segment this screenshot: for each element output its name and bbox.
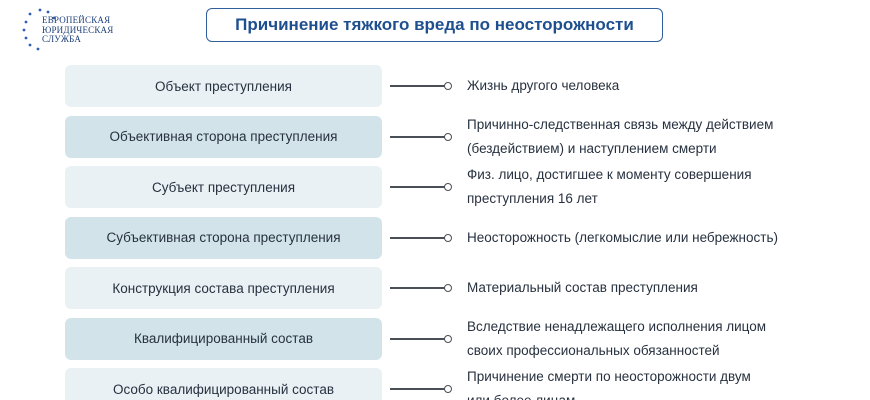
diagram-row: Субъективная сторона преступления Неостор…: [0, 216, 870, 259]
diagram-row: Квалифицированный состав Вследствие ненад…: [0, 317, 870, 360]
logo-text: ЕВРОПЕЙСКАЯ ЮРИДИЧЕСКАЯ СЛУЖБА: [42, 15, 114, 45]
logo-line: ЕВРОПЕЙСКАЯ: [42, 15, 111, 25]
connector-dot-icon: [444, 334, 452, 343]
connector-line: [390, 337, 446, 340]
row-label-box: Особо квалифицированный состав: [65, 368, 382, 400]
row-description-line: Физ. лицо, достигшее к моменту совершени…: [467, 167, 752, 182]
row-description-line: Неосторожность (легкомыслие или небрежно…: [467, 229, 778, 245]
connector-dot-icon: [444, 183, 452, 191]
connector-line: [390, 186, 446, 188]
row-description: Физ. лицо, достигшее к моменту совершени…: [467, 166, 862, 208]
row-description: Вследствие ненадлежащего исполнения лицо…: [467, 318, 862, 360]
logo-line: ЮРИДИЧЕСКАЯ: [42, 24, 114, 35]
row-description: Неосторожность (легкомыслие или небрежно…: [467, 217, 862, 259]
row-description-line: или более лицам: [467, 389, 862, 400]
connector-line: [390, 388, 446, 390]
row-label-box: Субъективная сторона преступления: [65, 216, 382, 259]
row-description-line: (бездействием) и наступлением смерти: [467, 140, 717, 156]
row-description: Материальный состав преступления: [467, 267, 862, 309]
connector-dot-icon: [444, 284, 452, 292]
row-description-line: Жизнь другого человека: [467, 78, 620, 93]
connector-dot-icon: [444, 132, 452, 141]
eu-stars-icon: [22, 8, 56, 51]
connector-line: [390, 236, 446, 239]
row-description: Причинение смерти по неосторожности двум…: [467, 368, 862, 400]
connector-dot-icon: [444, 82, 452, 90]
row-description-line: Причинно-следственная связь между действ…: [467, 116, 774, 132]
row-label-box: Конструкция состава преступления: [65, 267, 382, 309]
row-label-box: Объект преступления: [65, 65, 382, 107]
row-description: Причинно-следственная связь между действ…: [467, 116, 862, 158]
row-label-box: Субъект преступления: [65, 166, 382, 208]
diagram-row: Конструкция состава преступления Материал…: [0, 267, 870, 309]
row-description: Жизнь другого человека: [467, 65, 862, 107]
connector-dot-icon: [444, 385, 452, 393]
logo-line: СЛУЖБА: [42, 34, 82, 44]
connector-line: [390, 85, 446, 87]
row-description-line: Причинение смерти по неосторожности двум: [467, 369, 751, 384]
connector-dot-icon: [444, 233, 452, 242]
page-title: Причинение тяжкого вреда по неосторожнос…: [206, 8, 663, 42]
row-description-line: Вследствие ненадлежащего исполнения лицо…: [467, 318, 767, 334]
row-description-line: Материальный состав преступления: [467, 280, 698, 295]
row-description-line: своих профессиональных обязанностей: [467, 342, 720, 358]
diagram-row: Особо квалифицированный состав Причинение…: [0, 368, 870, 400]
diagram-row: Объект преступления Жизнь другого человек…: [0, 65, 870, 107]
row-label-box: Квалифицированный состав: [65, 317, 382, 360]
logo: ЕВРОПЕЙСКАЯ ЮРИДИЧЕСКАЯ СЛУЖБА: [18, 6, 128, 52]
diagram-row: Субъект преступления Физ. лицо, достигшее…: [0, 166, 870, 208]
connector-line: [390, 287, 446, 289]
row-description-line: преступления 16 лет: [467, 191, 598, 206]
row-label-box: Объективная сторона преступления: [65, 115, 382, 158]
diagram-row: Объективная сторона преступления Причинно…: [0, 115, 870, 158]
connector-line: [390, 135, 446, 138]
